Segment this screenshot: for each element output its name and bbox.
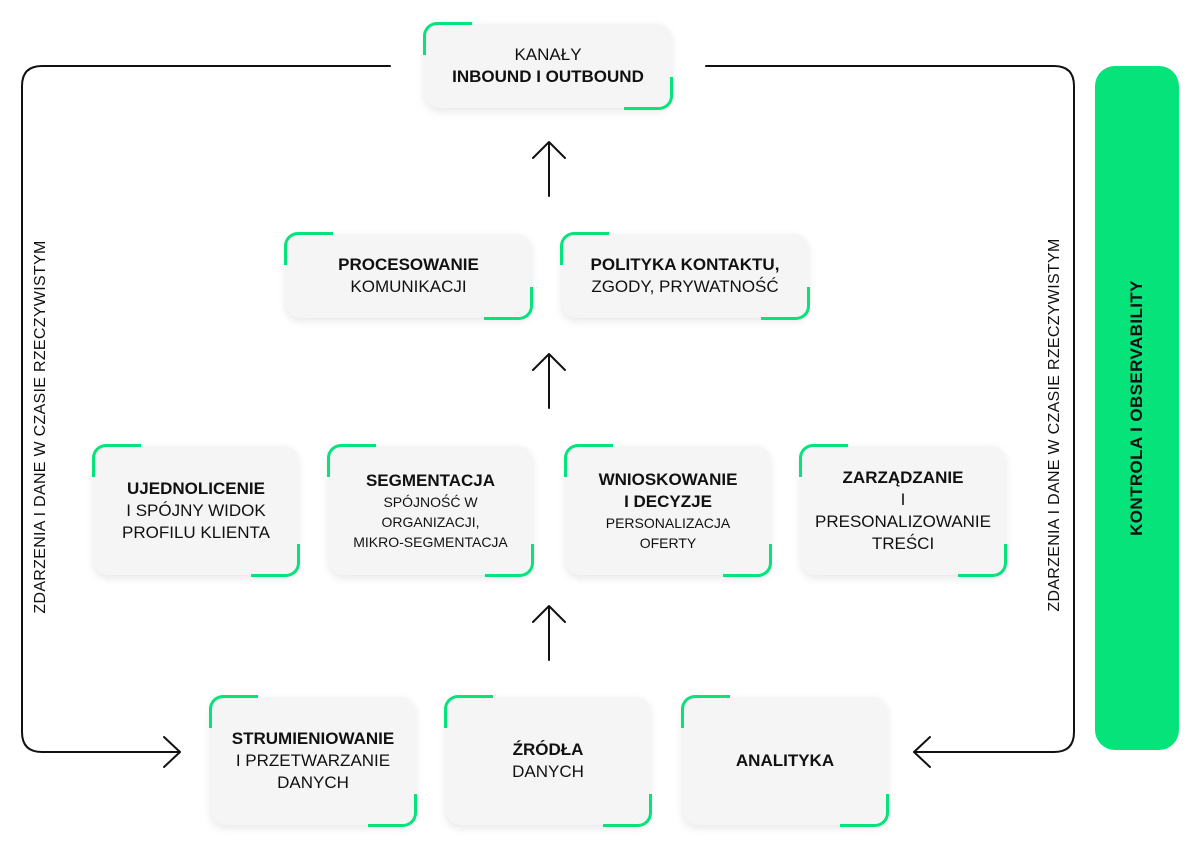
card-communication-processing-title: PROCESOWANIE	[338, 255, 479, 274]
card-streaming-title: STRUMIENIOWANIE	[231, 729, 395, 748]
up-arrow-top	[532, 141, 566, 197]
card-streaming: STRUMIENIOWANIE I PRZETWARZANIE DANYCH	[209, 695, 417, 827]
card-content-management-sub1: I PRESONALIZOWANIE	[814, 489, 991, 531]
card-channels-line1: KANAŁY	[514, 45, 582, 64]
side-label-left: ZDARZENIA I DANE W CZASIE RZECZYWISTYM	[32, 240, 49, 614]
card-content-management-sub2: TREŚCI	[871, 533, 935, 553]
card-contact-policy-title: POLITYKA KONTAKTU,	[590, 255, 780, 274]
left-loop-line	[21, 65, 391, 753]
card-content-management: ZARZĄDZANIE I PRESONALIZOWANIE TREŚCI	[799, 444, 1007, 577]
card-channels-line2: INBOUND I OUTBOUND	[452, 67, 644, 86]
card-segmentation-sub2: MIKRO-SEGMENTACJA	[353, 533, 508, 550]
control-observability-bar: KONTROLA I OBSERVABILITY	[1095, 66, 1179, 750]
card-contact-policy-sub: ZGODY, PRYWATNOŚĆ	[591, 277, 779, 296]
card-inference: WNIOSKOWANIE I DECYZJE PERSONALIZACJA OF…	[564, 444, 772, 577]
right-loop-arrowhead	[913, 736, 931, 768]
card-content-management-title: ZARZĄDZANIE	[842, 467, 964, 487]
card-segmentation: SEGMENTACJA SPÓJNOŚĆ W ORGANIZACJI, MIKR…	[327, 444, 534, 577]
card-inference-title1: WNIOSKOWANIE	[598, 469, 738, 489]
card-streaming-sub2: DANYCH	[277, 773, 349, 792]
card-unification: UJEDNOLICENIE I SPÓJNY WIDOK PROFILU KLI…	[92, 444, 300, 577]
card-data-sources-title: ŹRÓDŁA	[512, 740, 584, 759]
up-arrow-middle	[532, 353, 566, 409]
up-arrow-bottom	[532, 605, 566, 661]
left-loop-arrowhead	[163, 736, 181, 768]
card-analytics: ANALITYKA	[681, 695, 889, 827]
card-channels: KANAŁY INBOUND I OUTBOUND	[423, 22, 673, 110]
card-inference-sub: PERSONALIZACJA OFERTY	[605, 514, 731, 551]
card-communication-processing-sub: KOMUNIKACJI	[350, 277, 467, 296]
card-streaming-sub1: I PRZETWARZANIE	[235, 751, 391, 770]
control-observability-label: KONTROLA I OBSERVABILITY	[1127, 280, 1146, 536]
card-contact-policy: POLITYKA KONTAKTU, ZGODY, PRYWATNOŚĆ	[560, 232, 810, 320]
right-loop-line	[705, 65, 1075, 753]
card-communication-processing: PROCESOWANIE KOMUNIKACJI	[284, 232, 533, 320]
card-segmentation-title: SEGMENTACJA	[365, 470, 496, 490]
card-unification-sub2: PROFILU KLIENTA	[122, 522, 270, 542]
card-unification-sub1: I SPÓJNY WIDOK	[126, 500, 266, 520]
card-inference-title2: I DECYZJE	[624, 491, 712, 511]
card-unification-title: UJEDNOLICENIE	[127, 478, 265, 498]
card-analytics-title: ANALITYKA	[735, 751, 835, 770]
side-label-right: ZDARZENIA I DANE W CZASIE RZECZYWISTYM	[1046, 238, 1063, 612]
card-data-sources: ŹRÓDŁA DANYCH	[444, 695, 652, 827]
card-data-sources-sub: DANYCH	[512, 762, 584, 781]
card-segmentation-sub1: SPÓJNOŚĆ W ORGANIZACJI,	[381, 493, 480, 530]
